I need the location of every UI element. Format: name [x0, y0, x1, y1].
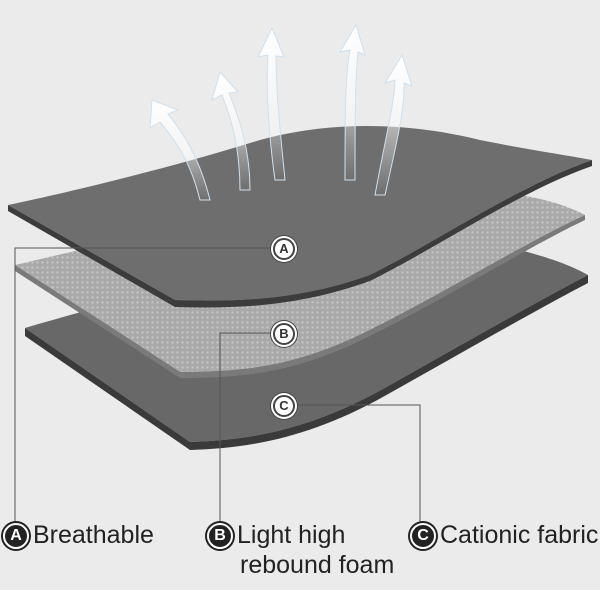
legend-b-label-line1: Light high	[237, 521, 346, 549]
legend-b-label-line2: rebound foam	[240, 551, 395, 579]
callout-b: B	[273, 323, 295, 345]
badge-c: C	[410, 523, 436, 549]
airflow-arrows-icon	[149, 23, 413, 201]
callout-c: C	[273, 395, 295, 417]
callout-a: A	[273, 238, 295, 260]
legend-a-label: Breathable	[33, 521, 154, 549]
badge-b: B	[207, 523, 233, 549]
legend-c-label: Cationic fabric	[440, 521, 599, 549]
leader-lines	[14, 247, 421, 522]
layer-a-breathable	[8, 126, 592, 301]
badge-a: A	[3, 523, 29, 549]
